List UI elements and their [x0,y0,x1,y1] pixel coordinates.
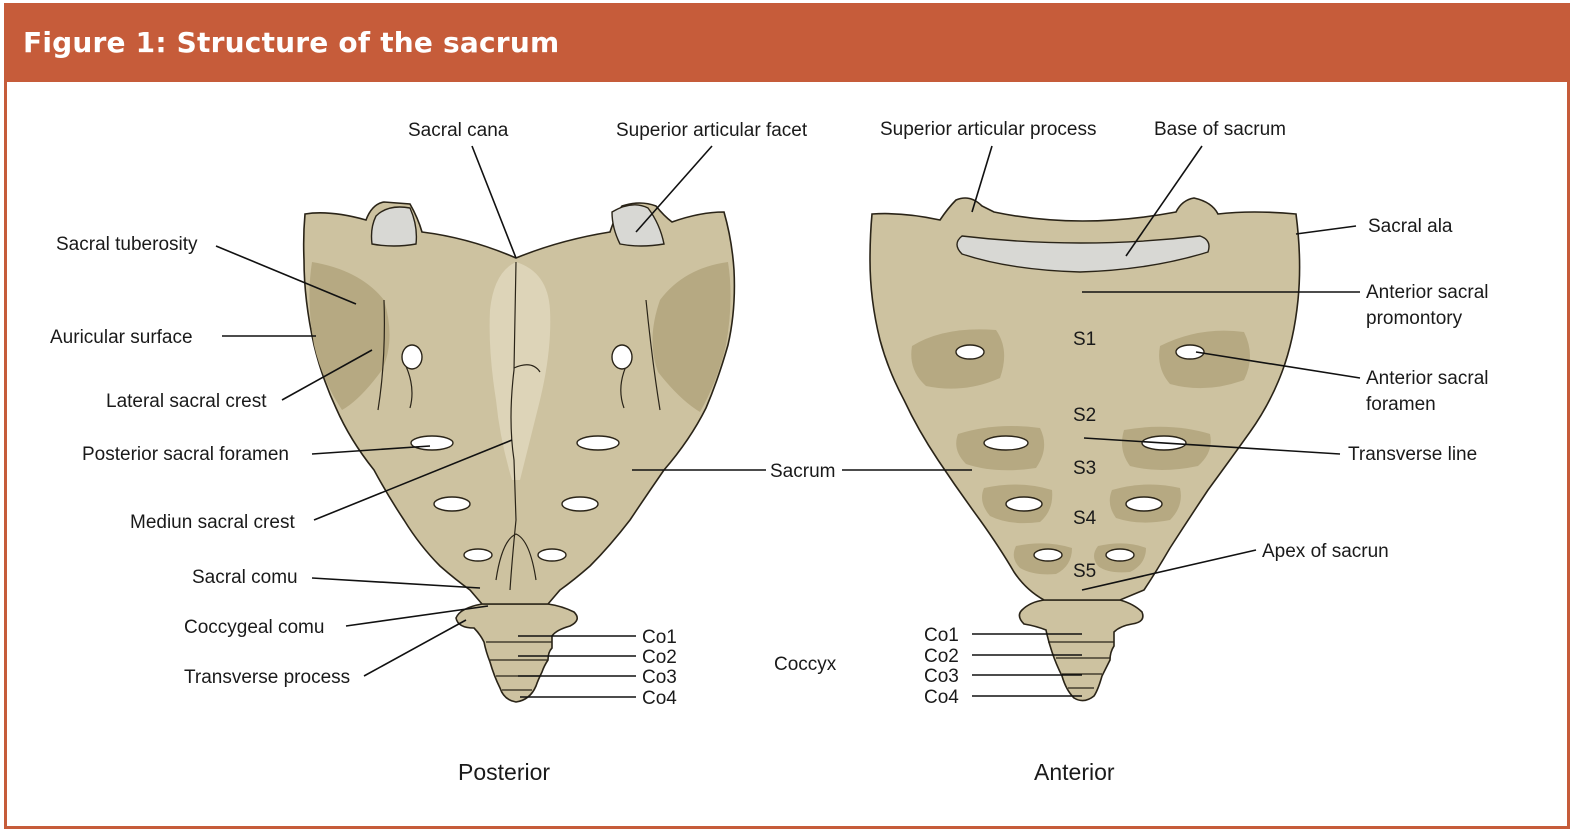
posterior-foramen [537,548,567,562]
figure-frame: Figure 1: Structure of the sacrum [4,3,1570,829]
label-superior-articular-facet: Superior articular facet [616,120,808,141]
label-anterior-co3: Co3 [924,666,959,687]
label-sacral-canal: Sacral cana [408,120,509,141]
label-s3: S3 [1073,458,1096,479]
label-anterior-co2: Co2 [924,646,959,667]
label-anterior-sacral-foramen-line2: foramen [1366,394,1436,415]
anterior-sacrum-illustration [869,197,1301,702]
anterior-foramen [1105,548,1135,562]
figure-title: Figure 1: Structure of the sacrum [23,26,560,59]
posterior-foramen [576,435,620,451]
label-base-of-sacrum: Base of sacrum [1154,119,1286,140]
label-anterior-sacral-promontory-line1: Anterior sacral [1366,282,1489,303]
label-posterior-co3: Co3 [642,667,677,688]
label-coccygeal-cornu: Coccygeal comu [184,617,324,638]
label-sacral-ala: Sacral ala [1368,216,1453,237]
posterior-labels: Sacral cana Superior articular facet Sac… [50,120,808,785]
anterior-foramen [1175,344,1205,360]
label-anterior-sacral-foramen-line1: Anterior sacral [1366,368,1489,389]
leader-lines [215,145,1361,698]
anterior-base-surface [956,235,1210,273]
label-anterior-sacral-promontory-line2: promontory [1366,308,1463,329]
label-posterior-sacral-foramen: Posterior sacral foramen [82,444,289,465]
label-posterior-co1: Co1 [642,627,677,648]
label-s5: S5 [1073,561,1096,582]
posterior-foramen [463,548,493,562]
label-s4: S4 [1073,508,1097,529]
anterior-foramen [1005,496,1043,512]
label-superior-articular-process: Superior articular process [880,119,1096,140]
posterior-left-facet [370,206,418,247]
anterior-labels: Superior articular process Base of sacru… [880,119,1489,785]
label-s2: S2 [1073,405,1096,426]
title-bar: Figure 1: Structure of the sacrum [7,6,1567,82]
center-labels: Sacrum Coccyx [770,461,837,675]
label-posterior-co2: Co2 [642,647,677,668]
label-posterior-view: Posterior [458,759,550,785]
posterior-foramen [611,344,633,370]
label-posterior-co4: Co4 [642,688,677,709]
label-coccyx: Coccyx [774,654,837,675]
anterior-foramen [1033,548,1063,562]
label-median-sacral-crest: Mediun sacral crest [130,512,295,533]
label-sacrum: Sacrum [770,461,835,482]
anterior-coccyx [1018,599,1144,702]
posterior-foramen [561,496,599,512]
anterior-sacrum-body [869,197,1301,601]
label-apex-of-sacrum: Apex of sacrun [1262,541,1389,562]
anterior-foramen [955,344,985,360]
label-auricular-surface: Auricular surface [50,327,193,348]
label-transverse-process: Transverse process [184,667,350,688]
label-anterior-view: Anterior [1034,759,1115,785]
label-lateral-sacral-crest: Lateral sacral crest [106,391,267,412]
label-anterior-co4: Co4 [924,687,959,708]
posterior-coccyx [455,603,578,703]
anterior-foramen [1125,496,1163,512]
posterior-foramen [433,496,471,512]
posterior-foramen [401,344,423,370]
label-anterior-co1: Co1 [924,625,959,646]
label-sacral-tuberosity: Sacral tuberosity [56,234,198,255]
label-sacral-cornu: Sacral comu [192,567,298,588]
label-transverse-line: Transverse line [1348,444,1477,465]
label-s1: S1 [1073,329,1096,350]
posterior-foramen [410,435,454,451]
anterior-foramen [983,435,1029,451]
